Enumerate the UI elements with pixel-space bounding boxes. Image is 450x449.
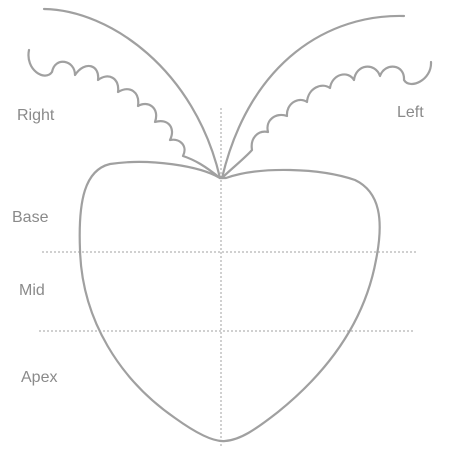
right-leaf-scalloped-edge [27, 48, 222, 180]
left-label: Left [397, 104, 424, 121]
left-leaf-outer-edge [220, 14, 406, 180]
right-label: Right [17, 107, 55, 124]
right-leaf-outer-edge [42, 7, 222, 180]
apex-label: Apex [21, 369, 58, 386]
left-leaf-scalloped-edge [220, 60, 433, 180]
base-label: Base [12, 209, 49, 226]
heart-body-outline [78, 160, 381, 443]
mid-label: Mid [19, 282, 45, 299]
